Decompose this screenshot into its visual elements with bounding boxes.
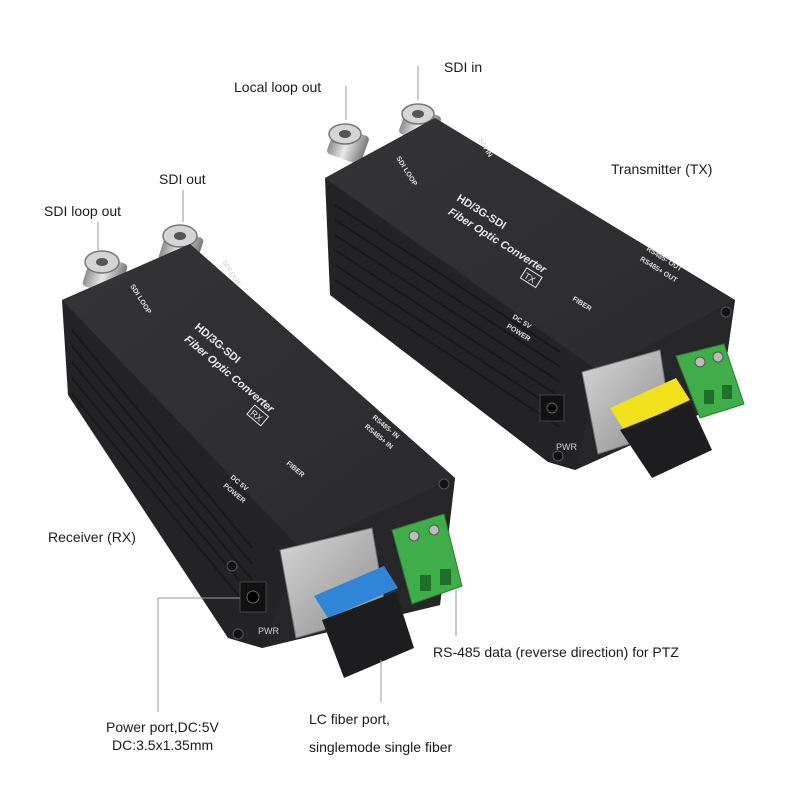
callout-lc-fiber-mode: singlemode single fiber (309, 739, 453, 755)
rx-sfp-latch (314, 566, 398, 618)
callout-rs485: RS-485 data (reverse direction) for PTZ (433, 644, 679, 660)
callout-local-loop-out: Local loop out (234, 79, 322, 95)
callout-power-port: Power port,DC:5V (106, 719, 219, 735)
tx-pwr-label: PWR (556, 442, 577, 452)
callout-leaders (97, 66, 457, 712)
tx-sfp-module (581, 349, 712, 478)
rx-terminal-block (391, 513, 463, 605)
callout-receiver: Receiver (RX) (48, 529, 136, 545)
rx-sfp-module (279, 527, 414, 678)
callout-lc-fiber-port: LC fiber port, (309, 711, 390, 727)
callout-transmitter: Transmitter (TX) (611, 161, 713, 177)
callout-power-spec: DC:3.5x1.35mm (112, 737, 214, 753)
tx-sfp-latch (610, 378, 690, 430)
rx-pwr-label: PWR (258, 626, 279, 636)
tx-unit: HD/3G-SDI Fiber Optic Converter TX SDI I… (325, 103, 745, 478)
tx-bnc-loop-connector (327, 123, 369, 165)
callout-sdi-in: SDI in (444, 59, 483, 75)
tx-terminal-block (675, 343, 745, 419)
callout-sdi-out: SDI out (159, 171, 206, 187)
rx-unit: HD/3G-SDI Fiber Optic Converter RX SDI O… (62, 224, 463, 678)
callout-sdi-loop-out: SDI loop out (44, 203, 122, 219)
